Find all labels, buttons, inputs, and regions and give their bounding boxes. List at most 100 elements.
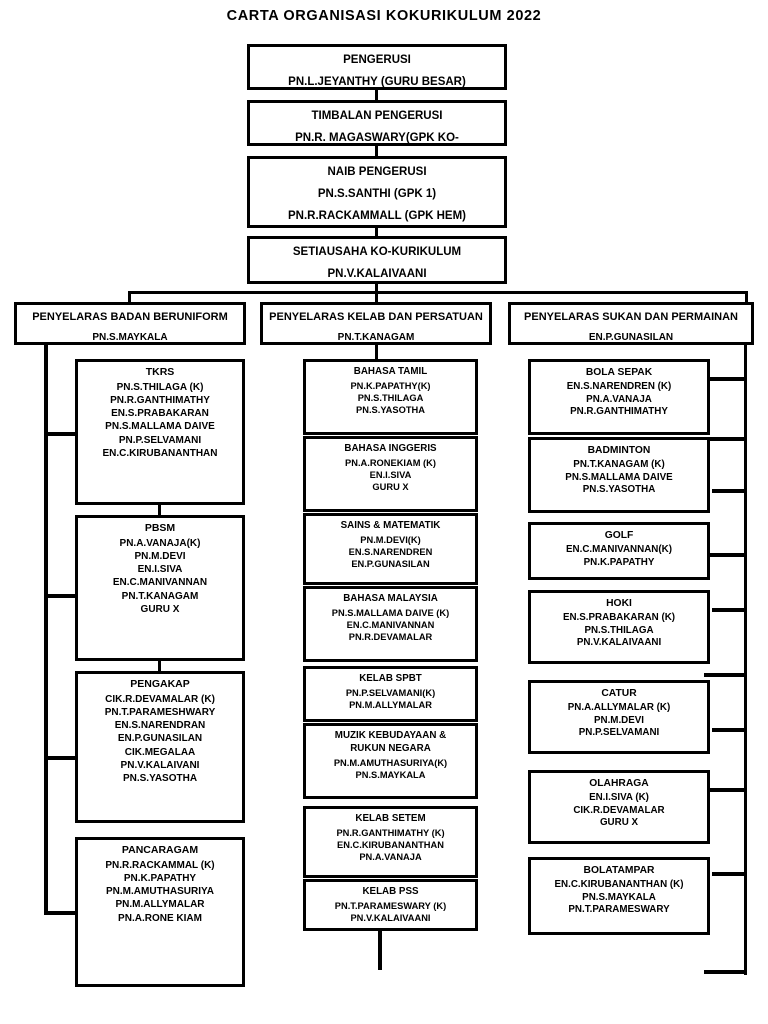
coordinator-kelab-dan-persatuan[interactable]: PENYELARAS KELAB DAN PERSATUAN PN.T.KANA… [260,302,492,345]
unit-member: PN.T.PARAMESWARY [568,904,670,916]
unit-member: PN.V.KALAIVAANI [350,913,431,924]
unit-bolatampar[interactable]: BOLATAMPAR EN.C.KIRUBANANTHAN (K) PN.S.M… [528,857,710,935]
unit-member: EN.C.MANIVANNAN [112,577,208,589]
unit-bola-sepak[interactable]: BOLA SEPAK EN.S.NARENDREN (K) PN.A.VANAJ… [528,359,710,435]
unit-name: BAHASA INGGERIS [344,443,437,454]
node-role: SETIAUSAHA KO-KURIKULUM [292,246,462,258]
unit-member: PN.K.PAPATHY(K) [350,380,431,391]
connector-stub [704,377,747,381]
connector-stub [44,594,78,598]
connector-stub [704,553,747,557]
unit-member: PN.R.DEVAMALAR [348,632,433,643]
unit-olahraga[interactable]: OLAHRAGA EN.I.SIVA (K) CIK.R.DEVAMALAR G… [528,770,710,844]
unit-member: PN.A.VANAJA(K) [119,537,201,549]
unit-name: HOKI [606,598,632,609]
connector-trunk-right [744,345,747,975]
connector-stub [712,872,747,876]
unit-member: PN.T.PARAMESHWARY [104,707,216,719]
unit-name: OLAHRAGA [589,778,649,789]
unit-catur[interactable]: CATUR PN.A.ALLYMALAR (K) PN.M.DEVI PN.P.… [528,680,710,754]
unit-member: PN.S.THILAGA [584,624,654,636]
unit-member: PN.R.GANTHIMATHY [110,395,210,407]
unit-bahasa-malaysia[interactable]: BAHASA MALAYSIA PN.S.MALLAMA DAIVE (K) E… [303,586,478,662]
unit-member: PN.S.MALLAMA DAIVE [565,471,673,483]
unit-member: PN.P.SELVAMANI [118,434,202,446]
unit-bahasa-tamil[interactable]: BAHASA TAMIL PN.K.PAPATHY(K) PN.S.THILAG… [303,359,478,435]
unit-badminton[interactable]: BADMINTON PN.T.KANAGAM (K) PN.S.MALLAMA … [528,437,710,513]
connector [745,291,748,302]
unit-member: EN.S.NARENDREN [348,547,433,558]
unit-member: PN.T.KANAGAM (K) [573,458,665,470]
connector [375,291,378,302]
unit-muzik-kebudayaan-rukun-negara[interactable]: MUZIK KEBUDAYAAN & RUKUN NEGARA PN.M.AMU… [303,723,478,799]
unit-member: PN.R.GANTHIMATHY (K) [336,827,445,838]
unit-member: PN.T.PARAMESWARY (K) [334,900,447,911]
connector [375,90,378,100]
unit-member: PN.P.SELVAMANI [578,727,660,739]
connector [375,146,378,156]
coordinator-sukan-dan-permainan[interactable]: PENYELARAS SUKAN DAN PERMAINAN EN.P.GUNA… [508,302,754,345]
coordinator-name: PN.S.MAYKALA [92,331,168,343]
unit-member: EN.S.PRABAKARAN (K) [562,611,676,623]
unit-member: PN.M.DEVI [134,551,186,563]
unit-sains-matematik[interactable]: SAINS & MATEMATIK PN.M.DEVI(K) EN.S.NARE… [303,513,478,585]
unit-name: CATUR [601,688,637,699]
unit-member: PN.A.VANAJA [586,393,652,405]
unit-tkrs[interactable]: TKRS PN.S.THILAGA (K) PN.R.GANTHIMATHY E… [75,359,245,505]
unit-member: EN.C.MANIVANNAN(K) [566,543,672,555]
unit-name: BAHASA TAMIL [353,366,428,377]
unit-member: PN.S.MALLAMA DAIVE [105,421,215,433]
unit-member: PN.R.GANTHIMATHY [570,406,668,418]
unit-bahasa-inggeris[interactable]: BAHASA INGGERIS PN.A.RONEKIAM (K) EN.I.S… [303,436,478,512]
unit-name: BOLATAMPAR [583,865,655,876]
unit-kelab-pss[interactable]: KELAB PSS PN.T.PARAMESWARY (K) PN.V.KALA… [303,879,478,931]
unit-hoki[interactable]: HOKI EN.S.PRABAKARAN (K) PN.S.THILAGA PN… [528,590,710,664]
unit-member: PN.S.THILAGA [357,393,424,404]
unit-member: EN.C.KIRUBANANTHAN [337,840,444,851]
node-person: PN.V.KALAIVAANI [327,268,427,281]
unit-member: PN.V.KALAIVANI [120,759,200,771]
unit-member: PN.M.ALLYMALAR [115,899,205,911]
unit-member: PN.P.SELVAMANI(K) [345,687,436,698]
unit-name: KELAB SPBT [359,673,422,684]
connector-trunk-left [44,345,48,915]
unit-member: PN.A.ALLYMALAR (K) [567,701,671,713]
unit-golf[interactable]: GOLF EN.C.MANIVANNAN(K) PN.K.PAPATHY [528,522,710,580]
unit-member: PN.R.RACKAMMAL (K) [105,859,215,871]
unit-member: PN.V.KALAIVAANI [576,637,662,649]
unit-member: EN.S.PRABAKARAN [111,408,209,420]
connector-stub [44,432,78,436]
unit-name: BOLA SEPAK [585,367,653,378]
unit-name: PBSM [144,522,176,534]
node-setiausaha[interactable]: SETIAUSAHA KO-KURIKULUM PN.V.KALAIVAANI [247,236,507,284]
node-timbalan-pengerusi[interactable]: TIMBALAN PENGERUSI PN.R. MAGASWARY(GPK K… [247,100,507,146]
node-person: PN.S.SANTHI (GPK 1) [317,188,437,201]
unit-kelab-spbt[interactable]: KELAB SPBT PN.P.SELVAMANI(K) PN.M.ALLYMA… [303,666,478,722]
coordinator-badan-beruniform[interactable]: PENYELARAS BADAN BERUNIFORM PN.S.MAYKALA [14,302,246,345]
unit-kelab-setem[interactable]: KELAB SETEM PN.R.GANTHIMATHY (K) EN.C.KI… [303,806,478,878]
node-pengerusi[interactable]: PENGERUSI PN.L.JEYANTHY (GURU BESAR) [247,44,507,90]
connector-stub [704,970,747,974]
coordinator-name: PN.T.KANAGAM [337,331,415,343]
unit-member: PN.A.RONE KIAM [118,912,202,924]
connector-stub [712,608,747,612]
unit-member: CIK.R.DEVAMALAR (K) [105,693,215,705]
unit-member: PN.S.YASOTHA [356,405,425,416]
connector-stub [44,756,78,760]
connector-stub [704,788,747,792]
unit-member: PN.S.YASOTHA [582,484,656,496]
unit-pancaragam[interactable]: PANCARAGAM PN.R.RACKAMMAL (K) PN.K.PAPAT… [75,837,245,987]
connector [158,661,161,671]
unit-pengakap[interactable]: PENGAKAP CIK.R.DEVAMALAR (K) PN.T.PARAME… [75,671,245,823]
node-naib-pengerusi[interactable]: NAIB PENGERUSI PN.S.SANTHI (GPK 1) PN.R.… [247,156,507,228]
unit-member: EN.I.SIVA [137,564,183,576]
unit-member: PN.S.THILAGA (K) [116,381,204,393]
unit-pbsm[interactable]: PBSM PN.A.VANAJA(K) PN.M.DEVI EN.I.SIVA … [75,515,245,661]
unit-member: GURU X [140,603,180,615]
unit-member: GURU X [599,817,639,829]
connector [378,931,382,970]
unit-member: PN.M.ALLYMALAR [349,700,432,711]
unit-name: MUZIK KEBUDAYAAN & RUKUN NEGARA [334,730,447,754]
unit-member: EN.C.KIRUBANANTHAN (K) [554,878,684,890]
